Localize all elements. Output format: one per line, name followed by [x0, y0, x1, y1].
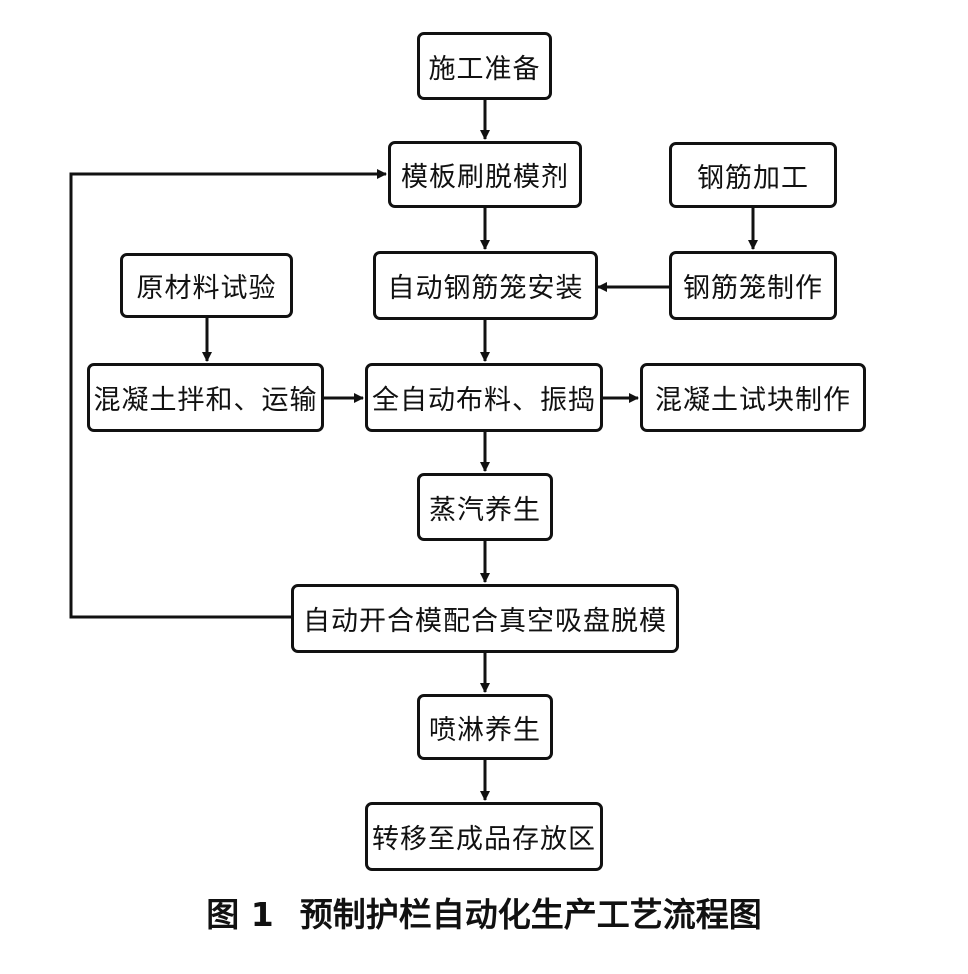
- node-concrete-mixing: 混凝土拌和、运输: [87, 363, 324, 432]
- arrow-demolding-loop-to-release-agent: [69, 169, 387, 619]
- figure-caption: 图 1 预制护栏自动化生产工艺流程图: [0, 888, 968, 936]
- node-test-block: 混凝土试块制作: [640, 363, 866, 432]
- node-steam-curing: 蒸汽养生: [417, 473, 553, 541]
- figure-title: 预制护栏自动化生产工艺流程图: [299, 895, 762, 934]
- node-cage-install: 自动钢筋笼安装: [373, 251, 598, 320]
- node-construction-prep: 施工准备: [417, 32, 552, 100]
- node-storage: 转移至成品存放区: [365, 802, 603, 871]
- node-raw-material-test: 原材料试验: [120, 253, 293, 318]
- node-spray-curing: 喷淋养生: [417, 694, 553, 760]
- figure-number: 图 1: [206, 895, 274, 934]
- node-rebar-processing: 钢筋加工: [669, 142, 837, 208]
- node-demolding: 自动开合模配合真空吸盘脱模: [291, 584, 679, 653]
- node-release-agent: 模板刷脱模剂: [388, 141, 582, 208]
- node-auto-pouring: 全自动布料、振捣: [365, 363, 603, 432]
- node-cage-fabrication: 钢筋笼制作: [669, 251, 837, 320]
